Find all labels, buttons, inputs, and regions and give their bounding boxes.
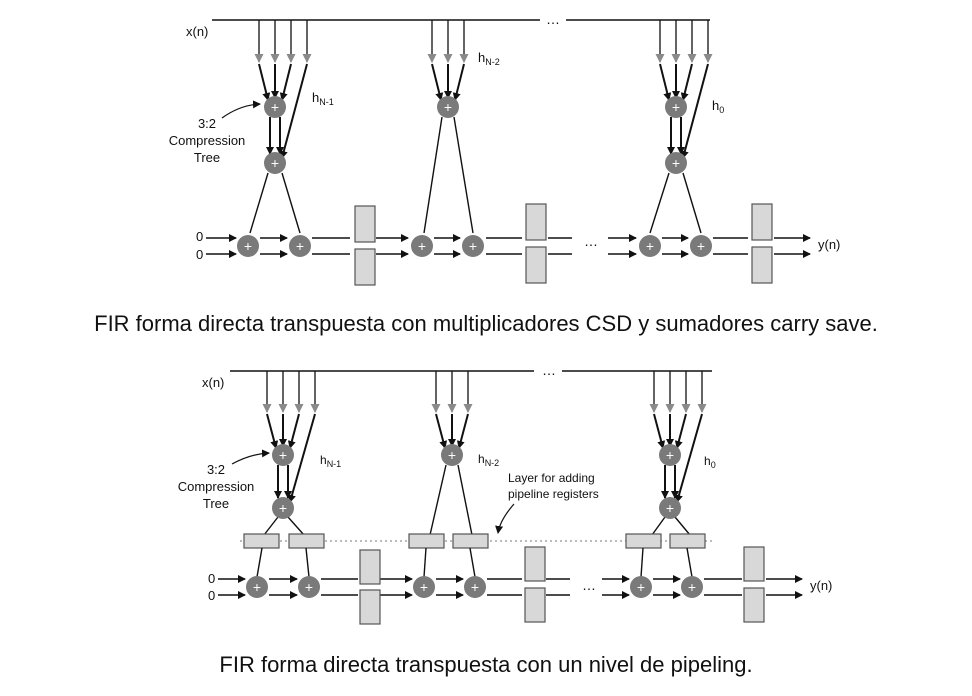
svg-text:+: +	[666, 447, 674, 463]
bottom-tap-group-left: + + hN-1	[262, 371, 341, 536]
bottom-input-label: x(n)	[202, 375, 224, 390]
svg-text:Tree: Tree	[203, 496, 229, 511]
svg-text:+: +	[646, 238, 654, 254]
svg-text:+: +	[253, 579, 261, 595]
svg-text:Layer for adding: Layer for adding	[508, 471, 595, 485]
bottom-pipeline-register	[243, 533, 280, 549]
bottom-pipeline-register	[625, 533, 662, 549]
svg-text:0: 0	[196, 247, 203, 262]
top-tap-label-left: hN-1	[312, 90, 334, 107]
bottom-diagram: x(n) … + + hN-1 3:2 Compression Tree	[178, 362, 832, 625]
top-input-label: x(n)	[186, 24, 208, 39]
bottom-tree-label: 3:2 Compression Tree	[178, 449, 270, 511]
top-register	[525, 246, 547, 284]
svg-text:0: 0	[208, 588, 215, 603]
svg-text:+: +	[271, 99, 279, 115]
top-output-label: y(n)	[818, 237, 840, 252]
svg-text:+: +	[471, 579, 479, 595]
svg-text:+: +	[418, 238, 426, 254]
svg-text:+: +	[469, 238, 477, 254]
svg-text:+: +	[244, 238, 252, 254]
top-adder-tree1	[264, 96, 286, 118]
bottom-output-label: y(n)	[810, 578, 832, 593]
svg-text:Tree: Tree	[194, 150, 220, 165]
top-diagram: x(n) … + + hN-1 3:2 Compression	[169, 11, 840, 286]
top-register	[751, 246, 773, 284]
bottom-accumulation-rows: 0 0 … y(n) + +	[208, 546, 832, 625]
bottom-register	[359, 589, 381, 625]
bottom-tap-label-right: h0	[704, 454, 716, 470]
svg-text:+: +	[688, 579, 696, 595]
top-register	[751, 203, 773, 241]
bottom-tap-label-left: hN-1	[320, 453, 341, 469]
bottom-pipeline-register	[452, 533, 489, 549]
top-tap-group-left: + + hN-1	[249, 20, 334, 234]
svg-text:+: +	[420, 579, 428, 595]
bottom-register	[524, 587, 546, 623]
svg-text:pipeline registers: pipeline registers	[508, 487, 599, 501]
top-tap-group-right: + + h0	[649, 20, 724, 234]
bottom-register	[359, 549, 381, 585]
svg-text:+: +	[672, 99, 680, 115]
bottom-pipeline-layer: Layer for adding pipeline registers	[240, 471, 712, 578]
svg-text:+: +	[697, 238, 705, 254]
svg-text:Compression: Compression	[169, 133, 246, 148]
bottom-tap-group-right: + + h0	[649, 371, 716, 536]
svg-text:3:2: 3:2	[207, 462, 225, 477]
svg-text:+: +	[448, 447, 456, 463]
svg-text:+: +	[279, 500, 287, 516]
top-tap-label-mid: hN-2	[478, 50, 500, 67]
bottom-register	[743, 587, 765, 623]
svg-text:+: +	[666, 500, 674, 516]
svg-text:+: +	[279, 447, 287, 463]
svg-text:Compression: Compression	[178, 479, 255, 494]
top-bus-dots: …	[546, 11, 560, 27]
bottom-register	[524, 546, 546, 582]
bottom-tap-label-mid: hN-2	[478, 452, 499, 468]
top-accumulation-rows: 0 0 … y(n) + +	[196, 203, 840, 286]
bottom-pipeline-register	[288, 533, 325, 549]
top-caption: FIR forma directa transpuesta con multip…	[94, 311, 878, 336]
svg-text:3:2: 3:2	[198, 116, 216, 131]
top-tap-label-right: h0	[712, 98, 724, 115]
svg-text:0: 0	[208, 571, 215, 586]
top-tree-label: 3:2 Compression Tree	[169, 100, 261, 165]
top-adder-tree-mid	[437, 96, 459, 118]
top-adder-tree2	[264, 152, 286, 174]
svg-text:+: +	[271, 155, 279, 171]
svg-text:+: +	[296, 238, 304, 254]
bottom-tap-group-mid: + hN-2	[429, 371, 499, 536]
svg-text:+: +	[672, 155, 680, 171]
top-tap-group-mid: + hN-2	[423, 20, 500, 234]
svg-text:+: +	[637, 579, 645, 595]
svg-text:0: 0	[196, 229, 203, 244]
svg-text:+: +	[305, 579, 313, 595]
bottom-pipeline-register	[669, 533, 706, 549]
svg-text:+: +	[444, 99, 452, 115]
top-register	[354, 248, 376, 286]
svg-text:…: …	[542, 362, 556, 378]
bottom-caption: FIR forma directa transpuesta con un niv…	[219, 652, 753, 677]
svg-text:…: …	[582, 577, 596, 593]
bottom-pipeline-register	[408, 533, 445, 549]
bottom-register	[743, 546, 765, 582]
top-register	[525, 203, 547, 241]
svg-text:…: …	[584, 233, 598, 249]
top-register	[354, 205, 376, 243]
